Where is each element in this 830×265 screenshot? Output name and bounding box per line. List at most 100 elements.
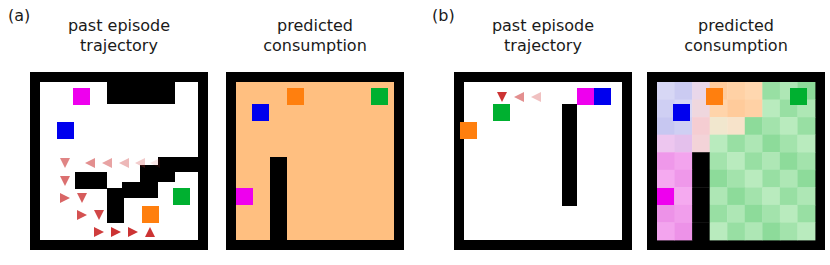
wall <box>270 157 287 240</box>
heatmap-cell <box>727 100 745 118</box>
heatmap-cell <box>675 187 693 205</box>
trajectory-arrow <box>128 227 138 237</box>
panel-title: predicted consumption <box>245 16 385 56</box>
heatmap-cell <box>745 135 763 153</box>
heatmap-cell <box>780 205 798 223</box>
heatmap-cell <box>762 170 780 188</box>
item-magenta <box>657 188 674 205</box>
heatmap-cell <box>762 100 780 118</box>
trajectory-arrow <box>102 158 112 168</box>
heatmap-cell <box>745 152 763 170</box>
heatmap-cell <box>710 187 728 205</box>
heatmap-cell <box>657 222 675 240</box>
item-green <box>790 88 807 105</box>
heatmap-cell <box>762 187 780 205</box>
trajectory-arrow <box>94 210 104 220</box>
heatmap-cell <box>657 187 675 205</box>
heatmap-cell <box>745 100 763 118</box>
panel-title: predicted consumption <box>666 16 806 56</box>
heatmap-cell <box>762 205 780 223</box>
heatmap-cell <box>710 117 728 135</box>
heatmap-cell <box>727 117 745 135</box>
trajectory-arrow <box>60 193 70 203</box>
heatmap-cell <box>727 170 745 188</box>
panel-letter: (b) <box>432 6 455 26</box>
heatmap-cell <box>727 82 745 100</box>
trajectory-arrow <box>111 227 121 237</box>
heatmap-cell <box>745 117 763 135</box>
heatmap-cell <box>675 82 693 100</box>
heatmap-cell <box>727 187 745 205</box>
item-blue <box>594 88 611 105</box>
item-green <box>493 104 510 121</box>
item-blue <box>57 122 74 139</box>
heatmap-cell <box>797 187 815 205</box>
heatmap-cell <box>710 222 728 240</box>
item-green <box>371 88 388 105</box>
heatmap-cell <box>692 117 710 135</box>
heatmap-cell <box>780 222 798 240</box>
item-blue <box>673 104 690 121</box>
heatmap-cell <box>657 82 675 100</box>
wall <box>562 104 577 206</box>
wall <box>75 172 107 189</box>
grid-border <box>30 72 208 250</box>
trajectory-arrow <box>77 210 87 220</box>
trajectory-arrow <box>497 92 507 102</box>
item-green <box>173 188 190 205</box>
item-orange <box>287 88 304 105</box>
heatmap-cell <box>797 222 815 240</box>
heatmap-cell <box>727 205 745 223</box>
heatmap-cell <box>710 152 728 170</box>
trajectory-arrow <box>85 158 95 168</box>
heatmap-cell <box>692 152 710 170</box>
item-blue <box>252 104 269 121</box>
grid-floor <box>40 82 198 240</box>
heatmap-cell <box>675 205 693 223</box>
heatmap-cell <box>727 222 745 240</box>
heatmap-cell <box>780 152 798 170</box>
item-orange <box>460 122 477 139</box>
heatmap-cell <box>727 135 745 153</box>
heatmap-cell <box>797 117 815 135</box>
heatmap-cell <box>692 187 710 205</box>
heatmap-cell <box>727 152 745 170</box>
wall <box>140 165 175 182</box>
heatmap-cell <box>692 205 710 223</box>
item-magenta <box>236 188 253 205</box>
grid-border <box>226 72 404 250</box>
heatmap-cell <box>762 82 780 100</box>
heatmap-cell <box>745 205 763 223</box>
trajectory-arrow <box>514 92 524 102</box>
trajectory-arrow <box>150 158 160 168</box>
heatmap-cell <box>762 152 780 170</box>
heatmap-cell <box>762 135 780 153</box>
trajectory-arrow <box>60 158 70 168</box>
item-magenta <box>577 88 594 105</box>
heatmap-cell <box>780 135 798 153</box>
grid-floor <box>236 82 394 240</box>
wall <box>107 82 175 104</box>
heatmap-cell <box>675 222 693 240</box>
panel-title: past episode trajectory <box>473 16 613 56</box>
heatmap-cell <box>692 222 710 240</box>
heatmap-cell <box>745 222 763 240</box>
heatmap-cell <box>657 205 675 223</box>
heatmap-cell <box>657 170 675 188</box>
heatmap-cell <box>692 170 710 188</box>
heatmap-cell <box>797 135 815 153</box>
heatmap-cell <box>657 135 675 153</box>
heatmap-cell <box>675 135 693 153</box>
grid-floor <box>657 82 815 240</box>
trajectory-arrow <box>531 92 541 102</box>
heatmap-cell <box>710 205 728 223</box>
heatmap-cell <box>780 170 798 188</box>
wall <box>107 188 124 223</box>
grid-floor <box>464 82 622 240</box>
wall <box>122 182 158 198</box>
trajectory-arrow <box>77 193 87 203</box>
heatmap-cell <box>745 82 763 100</box>
panel-letter: (a) <box>8 6 30 26</box>
heatmap-cell <box>692 135 710 153</box>
heatmap-cell <box>797 205 815 223</box>
